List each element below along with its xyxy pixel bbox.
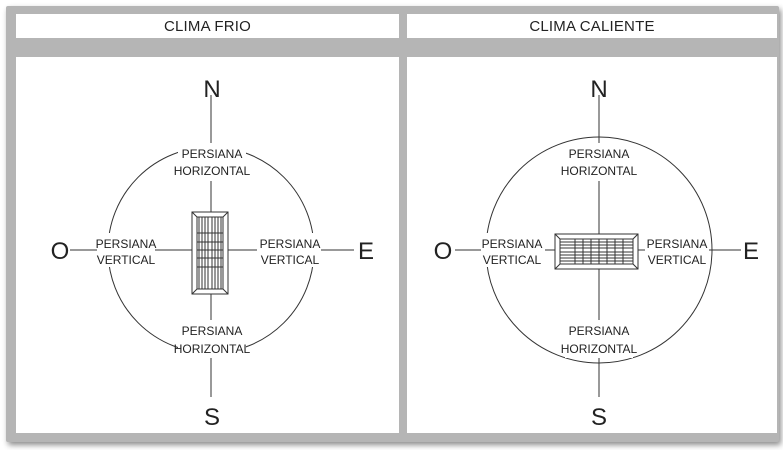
- panel-cold-climate: PERSIANA HORIZONTAL PERSIANA HORIZONTAL …: [16, 57, 399, 433]
- label-west-persiana: PERSIANA: [96, 237, 157, 251]
- label-south-horizontal: HORIZONTAL: [561, 342, 638, 356]
- label-west-vertical: VERTICAL: [483, 253, 542, 267]
- compass-diagram-hot: PERSIANA HORIZONTAL PERSIANA HORIZONTAL …: [434, 76, 759, 431]
- label-west-persiana: PERSIANA: [482, 237, 543, 251]
- compass-north: N: [590, 76, 607, 103]
- compass-east: E: [743, 238, 759, 265]
- compass-east: E: [358, 238, 374, 265]
- compass-west: O: [434, 238, 453, 265]
- label-north-persiana: PERSIANA: [569, 147, 630, 161]
- building-plan-horizontal: [554, 233, 639, 270]
- label-south-persiana: PERSIANA: [569, 324, 630, 338]
- label-north-persiana: PERSIANA: [182, 147, 243, 161]
- label-north-horizontal: HORIZONTAL: [561, 164, 638, 178]
- label-north-horizontal: HORIZONTAL: [174, 164, 251, 178]
- label-east-vertical: VERTICAL: [648, 253, 707, 267]
- compass-west: O: [51, 238, 70, 265]
- panel-hot-climate: PERSIANA HORIZONTAL PERSIANA HORIZONTAL …: [407, 57, 777, 433]
- compass-south: S: [204, 404, 220, 431]
- header-hot-climate: CLIMA CALIENTE: [407, 14, 777, 38]
- label-east-persiana: PERSIANA: [647, 237, 708, 251]
- label-east-vertical: VERTICAL: [261, 253, 320, 267]
- header-cold-climate: CLIMA FRIO: [16, 14, 399, 38]
- compass-north: N: [203, 76, 220, 103]
- label-south-horizontal: HORIZONTAL: [174, 342, 251, 356]
- building-plan-vertical: [191, 211, 229, 295]
- compass-south: S: [591, 404, 607, 431]
- label-east-persiana: PERSIANA: [260, 237, 321, 251]
- label-west-vertical: VERTICAL: [97, 253, 156, 267]
- compass-diagram-cold: PERSIANA HORIZONTAL PERSIANA HORIZONTAL …: [51, 76, 374, 431]
- label-south-persiana: PERSIANA: [182, 324, 243, 338]
